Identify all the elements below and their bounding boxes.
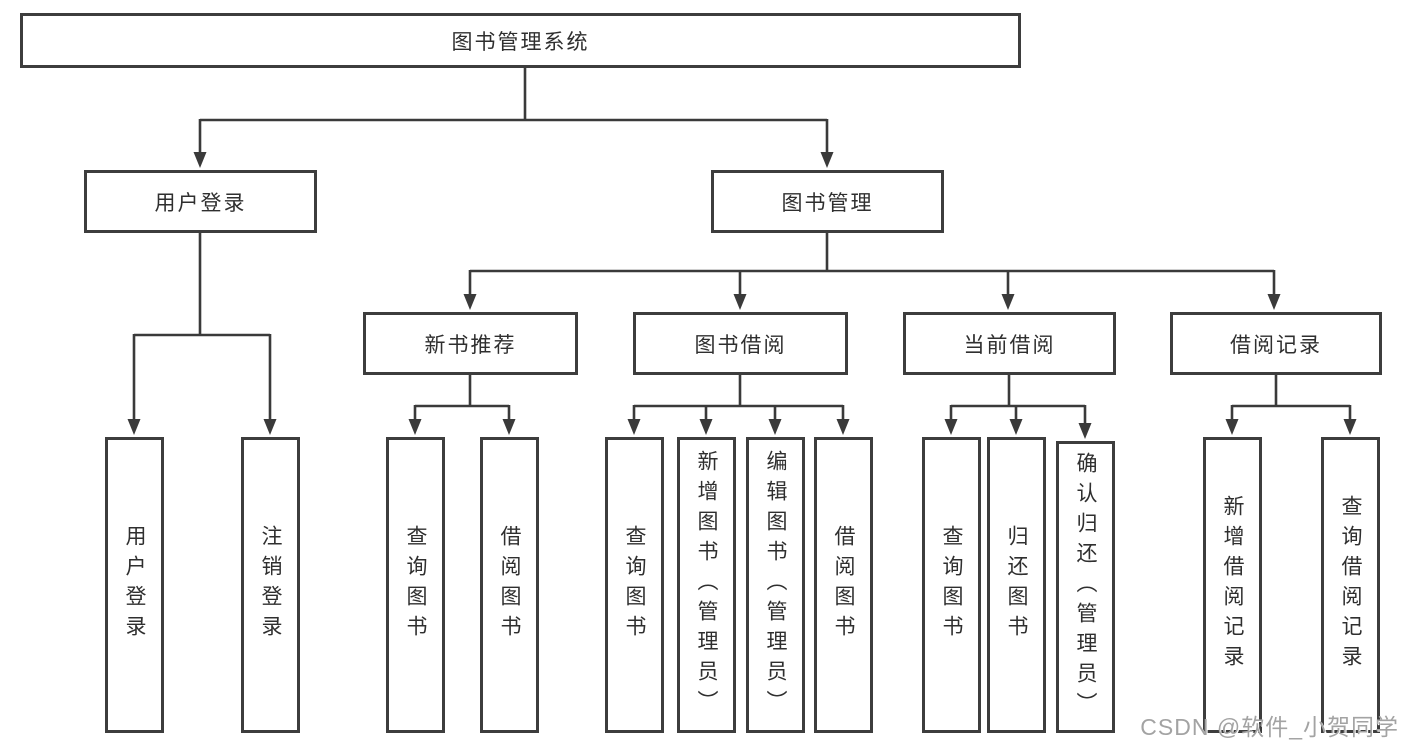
arrowhead	[1078, 423, 1092, 439]
arrowhead	[944, 419, 958, 435]
node-label: 查询图书	[623, 525, 646, 645]
csdn-watermark: CSDN @软件_小贺同学	[1140, 714, 1399, 740]
arrowhead	[127, 419, 141, 435]
node-label: 编辑图书（管理员）	[764, 450, 787, 720]
node-label: 查询借阅记录	[1339, 495, 1362, 675]
node-label: 用户登录	[154, 191, 247, 215]
arrowhead	[463, 294, 477, 310]
node-label: 确认归还（管理员）	[1074, 452, 1097, 722]
node-user-login-group: 用户登录	[84, 170, 317, 233]
arrowhead	[699, 419, 713, 435]
arrowhead	[627, 419, 641, 435]
node-cb-confirm-return-admin: 确认归还（管理员）	[1056, 441, 1115, 733]
node-label: 当前借阅	[963, 333, 1056, 357]
node-label: 图书管理系统	[451, 30, 590, 54]
node-user-login: 用户登录	[105, 437, 164, 733]
node-label: 新书推荐	[424, 333, 517, 357]
node-book-management: 图书管理	[711, 170, 944, 233]
node-new-book-recommend: 新书推荐	[363, 312, 578, 375]
node-label: 用户登录	[123, 525, 146, 645]
node-label: 注销登录	[259, 525, 282, 645]
arrowhead	[1009, 419, 1023, 435]
node-label: 新增图书（管理员）	[695, 450, 718, 720]
arrowhead	[1267, 294, 1281, 310]
node-nb-borrow-books: 借阅图书	[480, 437, 539, 733]
node-label: 归还图书	[1005, 525, 1028, 645]
node-label: 查询图书	[404, 525, 427, 645]
node-cb-return-books: 归还图书	[987, 437, 1046, 733]
arrowhead	[1225, 419, 1239, 435]
node-cb-query-books: 查询图书	[922, 437, 981, 733]
arrowhead	[733, 294, 747, 310]
arrowhead	[193, 152, 207, 168]
node-br-add-record: 新增借阅记录	[1203, 437, 1262, 733]
arrowhead	[502, 419, 516, 435]
node-nb-query-books: 查询图书	[386, 437, 445, 733]
arrowhead	[263, 419, 277, 435]
node-label: 新增借阅记录	[1221, 495, 1244, 675]
node-label: 查询图书	[940, 525, 963, 645]
node-bb-query-books: 查询图书	[605, 437, 664, 733]
node-bb-edit-books-admin: 编辑图书（管理员）	[746, 437, 805, 733]
node-borrowing-records: 借阅记录	[1170, 312, 1382, 375]
arrowhead	[408, 419, 422, 435]
arrowhead	[1343, 419, 1357, 435]
arrowhead	[836, 419, 850, 435]
node-br-query-record: 查询借阅记录	[1321, 437, 1380, 733]
node-book-borrowing: 图书借阅	[633, 312, 848, 375]
node-bb-add-books-admin: 新增图书（管理员）	[677, 437, 736, 733]
node-logout: 注销登录	[241, 437, 300, 733]
node-library-system: 图书管理系统	[20, 13, 1021, 68]
node-label: 图书借阅	[694, 333, 787, 357]
node-label: 图书管理	[781, 191, 874, 215]
arrowhead	[1001, 294, 1015, 310]
arrowhead	[820, 152, 834, 168]
node-label: 借阅记录	[1230, 333, 1322, 357]
node-current-borrowing: 当前借阅	[903, 312, 1116, 375]
node-bb-borrow-books: 借阅图书	[814, 437, 873, 733]
node-label: 借阅图书	[832, 525, 855, 645]
arrowhead	[768, 419, 782, 435]
node-label: 借阅图书	[498, 525, 521, 645]
